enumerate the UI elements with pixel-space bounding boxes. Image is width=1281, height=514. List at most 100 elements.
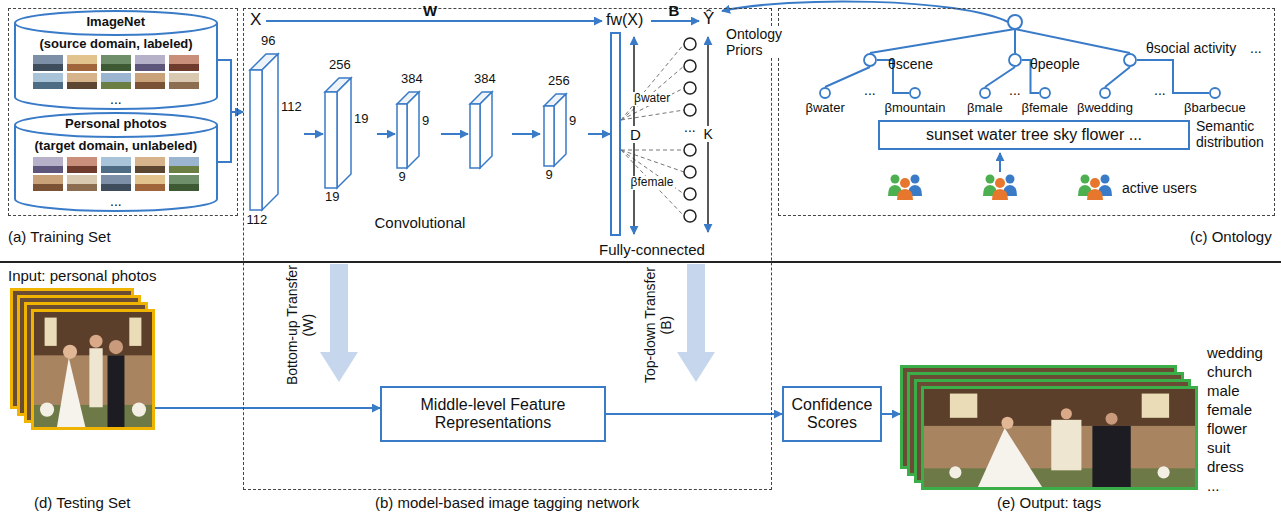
dataset-photo-part xyxy=(67,82,97,89)
fc-weights xyxy=(621,44,684,216)
node-label: (source domain, labeled) xyxy=(40,37,193,52)
ontology-concept: θsocial activity xyxy=(1123,53,1137,67)
photo-scene-part xyxy=(129,318,141,346)
process-box: Middle-level Feature Representations xyxy=(380,386,606,442)
conv-layer-outline-part xyxy=(407,92,419,168)
output-tag: male xyxy=(1207,382,1240,399)
ontology-leaf: βmale xyxy=(979,87,991,99)
dataset-photo xyxy=(135,157,165,173)
dataset-photo-part xyxy=(169,64,199,71)
flow-arrow xyxy=(882,413,900,415)
photo-scene xyxy=(33,311,154,429)
note-label: active users xyxy=(1122,180,1197,196)
dataset-photo-part xyxy=(101,55,131,71)
dataset-photo xyxy=(67,73,97,89)
dataset-photo-part xyxy=(169,73,199,89)
node-label: Personal photos xyxy=(65,117,167,132)
ellipsis: ... xyxy=(864,82,876,98)
dataset-photo xyxy=(135,73,165,89)
output-units-part xyxy=(684,166,696,178)
transfer-arrow xyxy=(677,264,715,382)
photo-stack-outline xyxy=(10,288,155,430)
layer-size: 112 xyxy=(247,213,268,228)
conv-layer-outline-part xyxy=(250,70,262,210)
node-label: θpeople xyxy=(1030,56,1080,72)
conv-layer-outline-part xyxy=(325,92,337,188)
layer-size: 256 xyxy=(548,74,570,89)
dataset-photo-part xyxy=(101,175,131,191)
photo-scene-part xyxy=(977,428,1043,489)
photo-scene-part xyxy=(950,394,977,418)
conv-layer: 96112112 xyxy=(248,32,304,236)
conv-layer-outline-part xyxy=(337,78,351,188)
dataset-cylinder-outline-part xyxy=(15,11,217,109)
dataset-photo-part xyxy=(135,157,165,173)
conv-layer: 2561919 xyxy=(323,32,377,236)
output-units-part xyxy=(684,82,696,94)
dataset-photo xyxy=(67,157,97,173)
ontology-leaf-outline-part xyxy=(1040,88,1050,98)
ontology-leaf-outline-part xyxy=(910,88,920,98)
dataset-photo xyxy=(33,73,63,89)
ontology-leaf-outline xyxy=(979,87,991,99)
conv-layer: 38499 xyxy=(395,32,441,236)
conv-layer-outline-part xyxy=(397,104,407,168)
layer-size: 384 xyxy=(401,72,423,87)
node-label: (target domain, unlabeled) xyxy=(35,139,198,154)
photo-scene-part xyxy=(1051,420,1081,471)
photo-scene-part xyxy=(949,466,961,478)
conv-layer-outline xyxy=(468,32,512,236)
output-tag: flower xyxy=(1207,420,1247,437)
note-label: Semantic distribution xyxy=(1196,118,1274,150)
flow-arrow xyxy=(606,413,782,415)
photo-scene-part xyxy=(63,345,77,359)
dataset-photo-part xyxy=(33,157,63,173)
tree-link xyxy=(825,67,870,87)
output-units-part xyxy=(684,104,696,116)
dataset-photo-part xyxy=(101,82,131,89)
dataset-photo xyxy=(135,55,165,71)
flow-arrow xyxy=(155,407,380,409)
fc-weights-part xyxy=(621,110,684,120)
training-panel: ImageNet(source domain, labeled)Personal… xyxy=(8,8,238,216)
ellipsis: ... xyxy=(1207,477,1220,494)
photo-scene-part xyxy=(1142,394,1169,418)
output-units-part xyxy=(684,60,696,72)
output-units-part xyxy=(684,188,696,200)
photo-scene-part xyxy=(90,335,103,348)
ontology-leaf: βwedding xyxy=(1099,87,1111,99)
dataset-photo-part xyxy=(135,175,165,191)
ontology-concept: θpeople xyxy=(1008,53,1022,67)
photo-scene-part xyxy=(1001,417,1013,429)
layer-size: 96 xyxy=(261,34,275,49)
dataset-photo xyxy=(101,73,131,89)
conv-layer-outline-part xyxy=(544,106,554,166)
mapping-arrow xyxy=(266,20,602,22)
ontology-leaf-outline xyxy=(1099,87,1111,99)
dataset-photo-part xyxy=(67,184,97,191)
weight-label: βfemale xyxy=(629,176,676,190)
dataset-photo xyxy=(135,175,165,191)
ontology-concept-outline xyxy=(1123,53,1137,67)
dataset-photo-part xyxy=(101,166,131,173)
layer-size: 9 xyxy=(569,114,576,129)
dataset-photo xyxy=(101,55,131,71)
dataset-photo-part xyxy=(169,184,199,191)
layer-size: 384 xyxy=(474,72,496,87)
conv-layer-outline-part xyxy=(554,94,566,166)
distribution-box: sunset water tree sky flower ... xyxy=(878,120,1190,150)
dataset-photo-part xyxy=(101,184,131,191)
dataset-photo-part xyxy=(169,55,199,71)
process-box: Confidence Scores xyxy=(782,386,882,442)
dataset-photo-part xyxy=(101,157,131,173)
node-label: βwedding xyxy=(1077,101,1133,116)
ontology-root-part xyxy=(1015,29,1130,53)
photo-stack-outline-part xyxy=(33,311,154,429)
dataset-photo-part xyxy=(67,166,97,173)
photo-stack: (d) Testing Set xyxy=(10,288,155,430)
dataset-photo xyxy=(169,55,199,71)
dataset-photo xyxy=(67,55,97,71)
dataset-photo-part xyxy=(33,82,63,89)
output-tag: dress xyxy=(1207,458,1244,475)
flow-arrow xyxy=(512,133,540,135)
